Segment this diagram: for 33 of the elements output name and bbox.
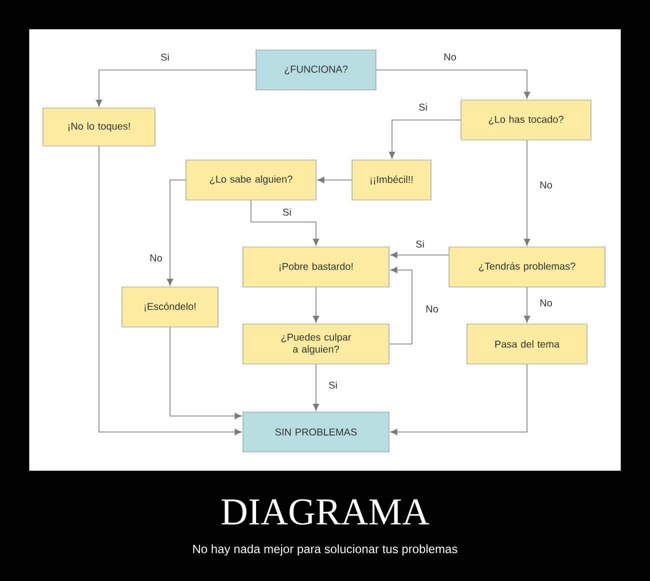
arrow	[390, 252, 450, 258]
process-box: ¿Lo has tocado?	[460, 100, 592, 140]
process-box: ¿Puedes culpar a alguien?	[242, 324, 390, 364]
edge-label: No	[424, 304, 440, 314]
arrow	[170, 326, 242, 420]
arrow	[524, 140, 530, 246]
poster-title: DIAGRAMA	[222, 499, 430, 525]
edge-label: No	[538, 180, 554, 190]
process-box: ¡¡Imbécil!!	[352, 160, 432, 200]
process-box: ¡Pobre bastardo!	[242, 246, 390, 288]
arrow	[390, 364, 528, 436]
arrow	[166, 180, 186, 286]
arrow	[388, 266, 412, 344]
edge-label: No	[442, 52, 458, 62]
poster-caption: No hay nada mejor para solucionar tus problemas	[193, 544, 458, 556]
edge-label: No	[148, 254, 164, 262]
arrow	[317, 176, 352, 184]
terminal-box: SIN PROBLEMAS	[242, 412, 390, 452]
process-box: Pasa del tema	[466, 324, 588, 364]
arrow	[376, 70, 530, 99]
arrow	[312, 286, 320, 323]
arrow	[96, 70, 256, 107]
terminal-box: ¿FUNCIONA?	[256, 50, 376, 90]
edge-label: No	[538, 298, 554, 308]
process-box: ¿Tendrás problemas?	[448, 246, 606, 288]
arrow	[98, 146, 242, 436]
arrow	[312, 364, 320, 411]
arrow	[388, 120, 462, 159]
arrow	[250, 200, 320, 246]
process-box: ¿Lo sabe alguien?	[186, 160, 316, 200]
arrow	[524, 286, 530, 323]
process-box: ¡No lo toques!	[42, 108, 156, 146]
process-box: ¡Escóndelo!	[122, 286, 218, 328]
